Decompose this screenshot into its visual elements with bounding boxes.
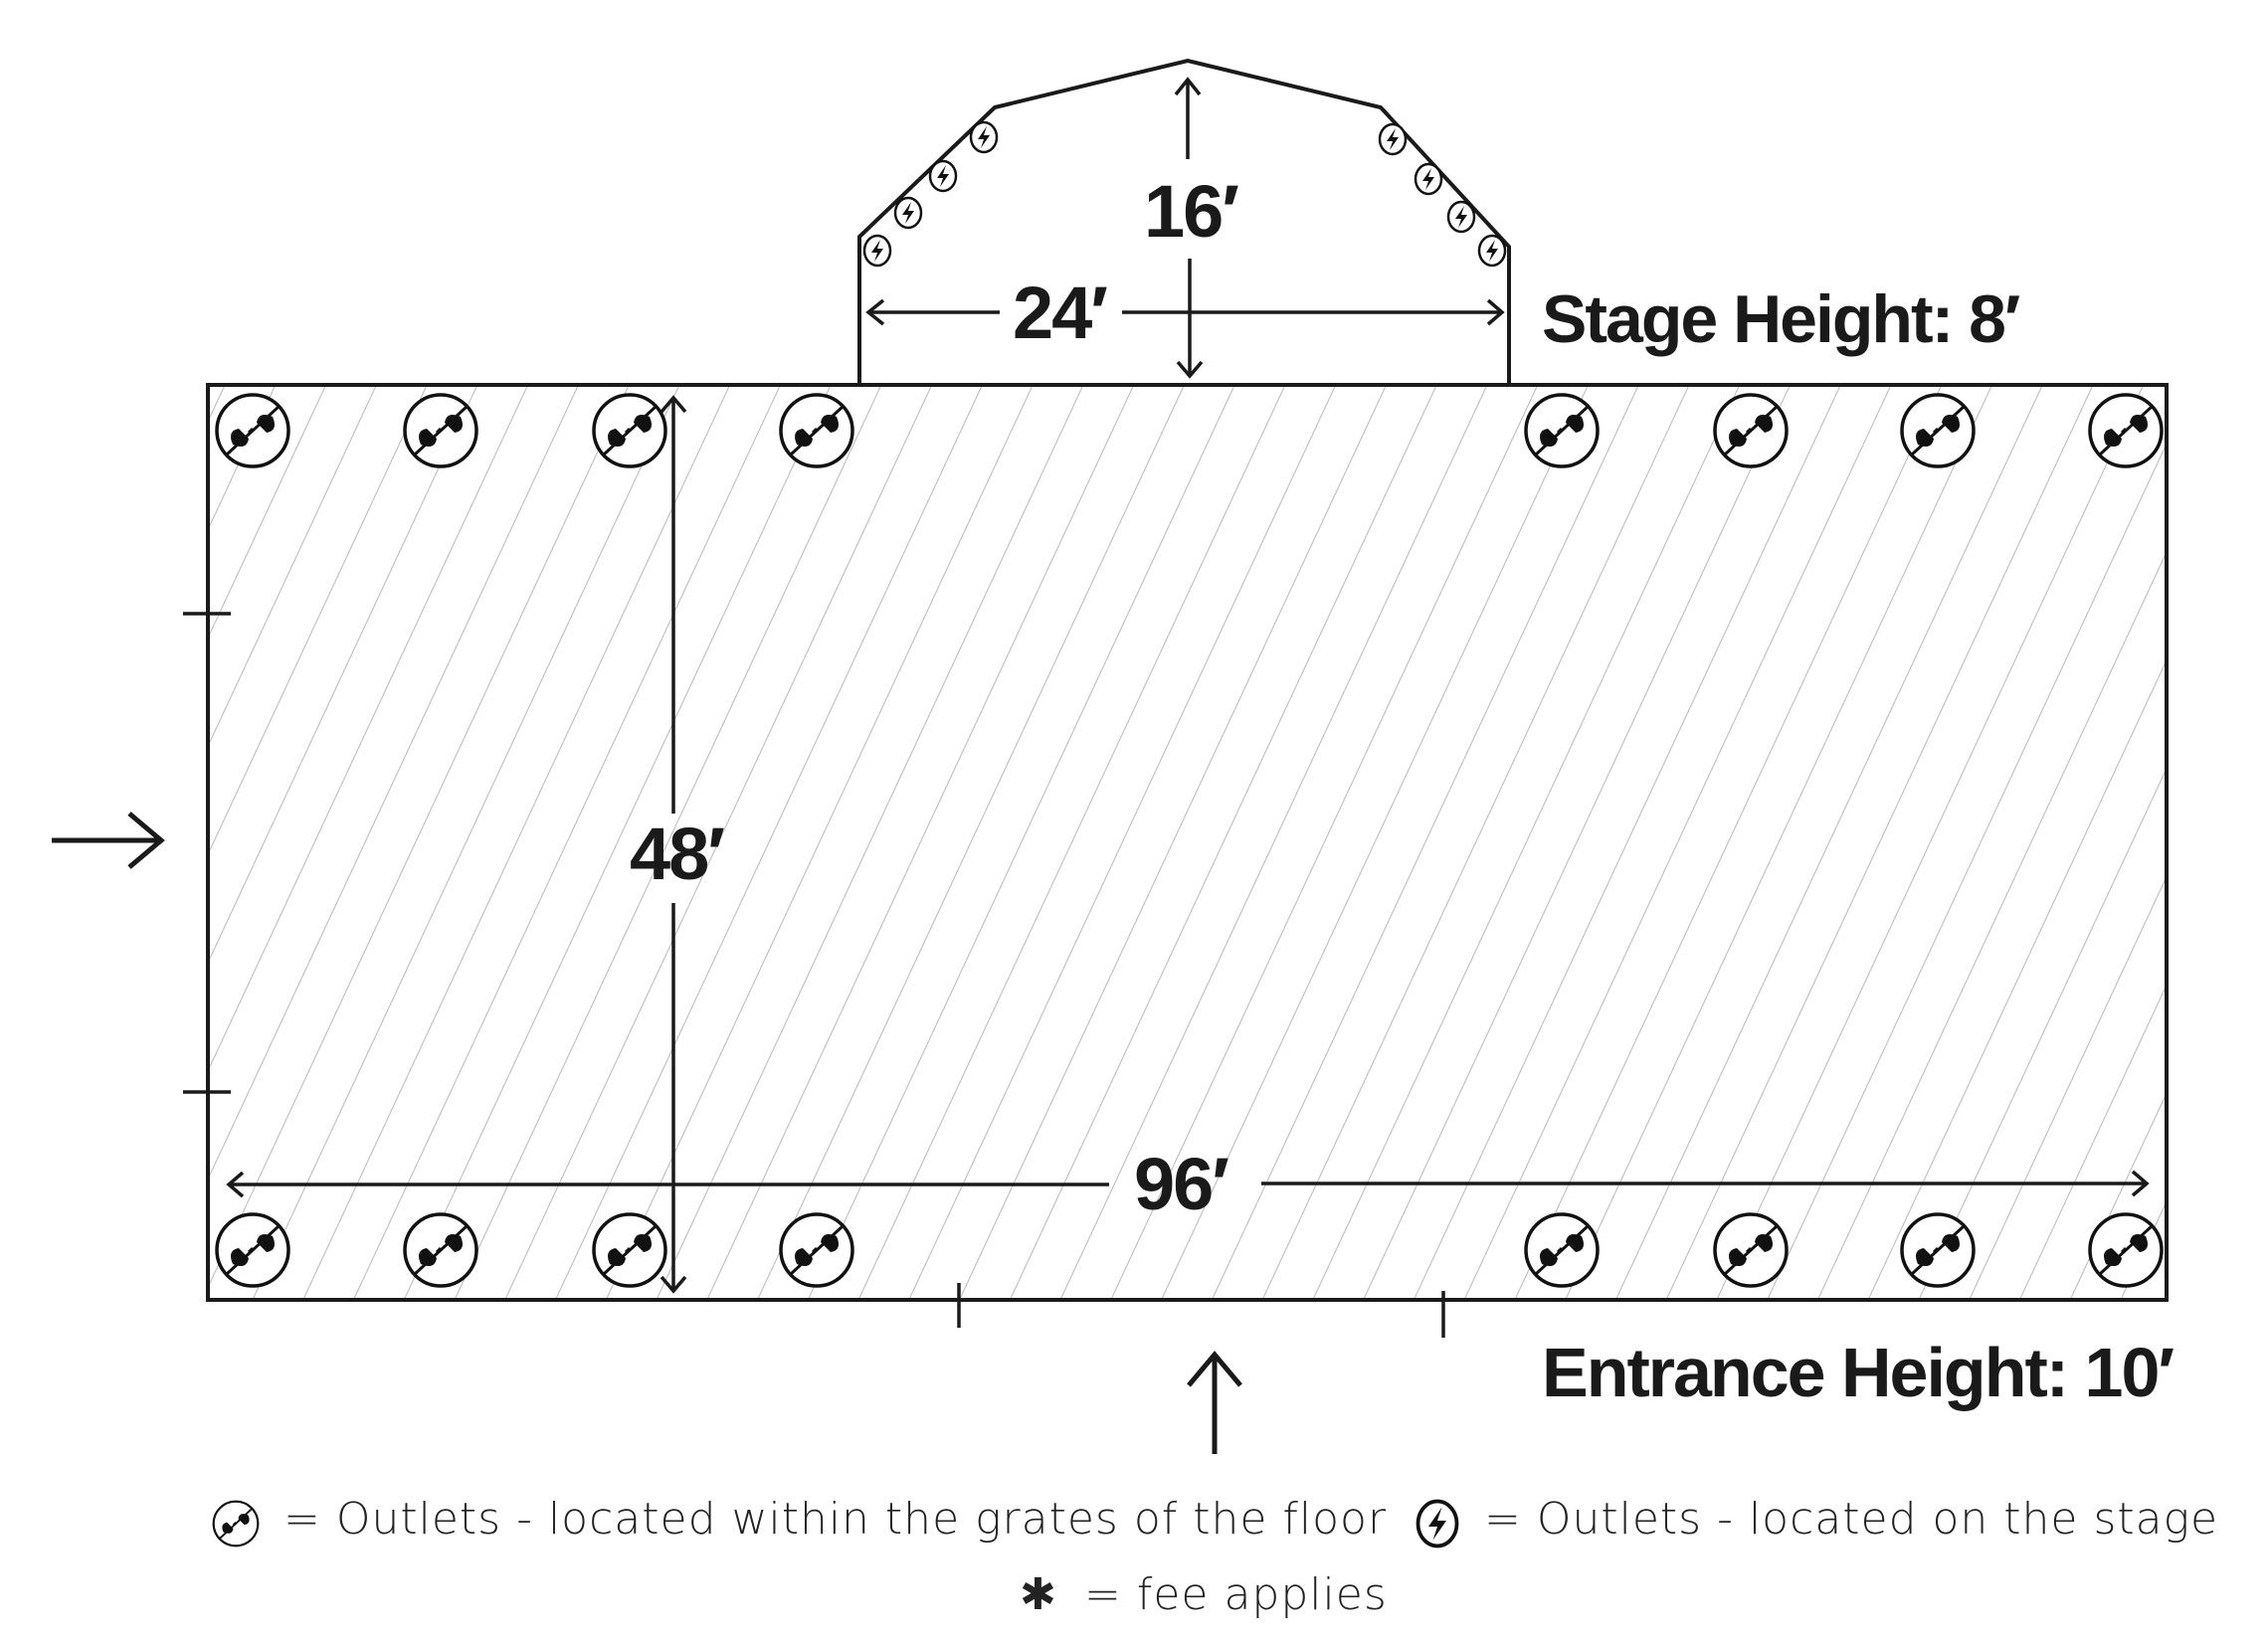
side-entrance-arrow [52, 812, 165, 869]
stage-height-label: Stage Height: 8′ [1542, 281, 2020, 357]
floor-width-label: 48′ [630, 813, 725, 895]
floor-area [206, 383, 2169, 1302]
stage-width-label: 24′ [1013, 272, 1108, 354]
floor-outlet-legend-icon [212, 1500, 260, 1548]
entrance-height-label: Entrance Height: 10′ [1542, 1334, 2174, 1411]
stage-area [857, 58, 1511, 387]
main-entrance-arrow [1187, 1351, 1242, 1454]
stage-depth-label: 16′ [1144, 170, 1239, 253]
legend-stage-outlets: = Outlets - located on the stage [1484, 1494, 2219, 1545]
floor-length-label: 96′ [1134, 1143, 1229, 1225]
stage-outlet-legend-icon [1416, 1499, 1459, 1548]
fee-symbol: ✱ [1020, 1569, 1057, 1620]
legend-fee: = fee applies [1084, 1569, 1388, 1620]
legend-floor-outlets: = Outlets - located within the grates of… [284, 1494, 1388, 1545]
